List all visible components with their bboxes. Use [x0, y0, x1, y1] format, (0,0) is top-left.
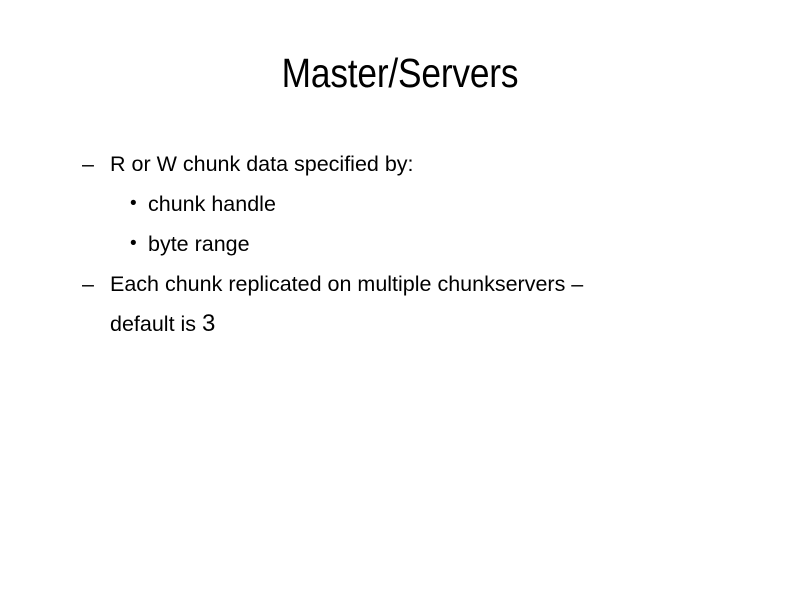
- list-item-label: byte range: [148, 232, 250, 256]
- continuation-label: default is: [110, 312, 203, 336]
- list-item-label: R or W chunk data specified by:: [110, 152, 414, 176]
- list-item: – R or W chunk data specified by:: [78, 144, 738, 184]
- list-item: • chunk handle: [78, 184, 738, 224]
- en-dash-bullet-icon: –: [82, 152, 94, 176]
- round-bullet-icon: •: [130, 233, 137, 254]
- en-dash-bullet-icon: –: [82, 272, 94, 296]
- page-title: Master/Servers: [281, 50, 519, 96]
- list-item: • byte range: [78, 224, 738, 264]
- replication-factor-value: 3: [202, 310, 216, 337]
- round-bullet-icon: •: [130, 193, 137, 214]
- list-item: – Each chunk replicated on multiple chun…: [78, 264, 738, 304]
- bullet-list: – R or W chunk data specified by: • chun…: [78, 144, 738, 344]
- list-item-label: Each chunk replicated on multiple chunks…: [110, 272, 584, 296]
- list-item-label: chunk handle: [148, 192, 276, 216]
- list-item-continuation: default is 3: [78, 304, 738, 344]
